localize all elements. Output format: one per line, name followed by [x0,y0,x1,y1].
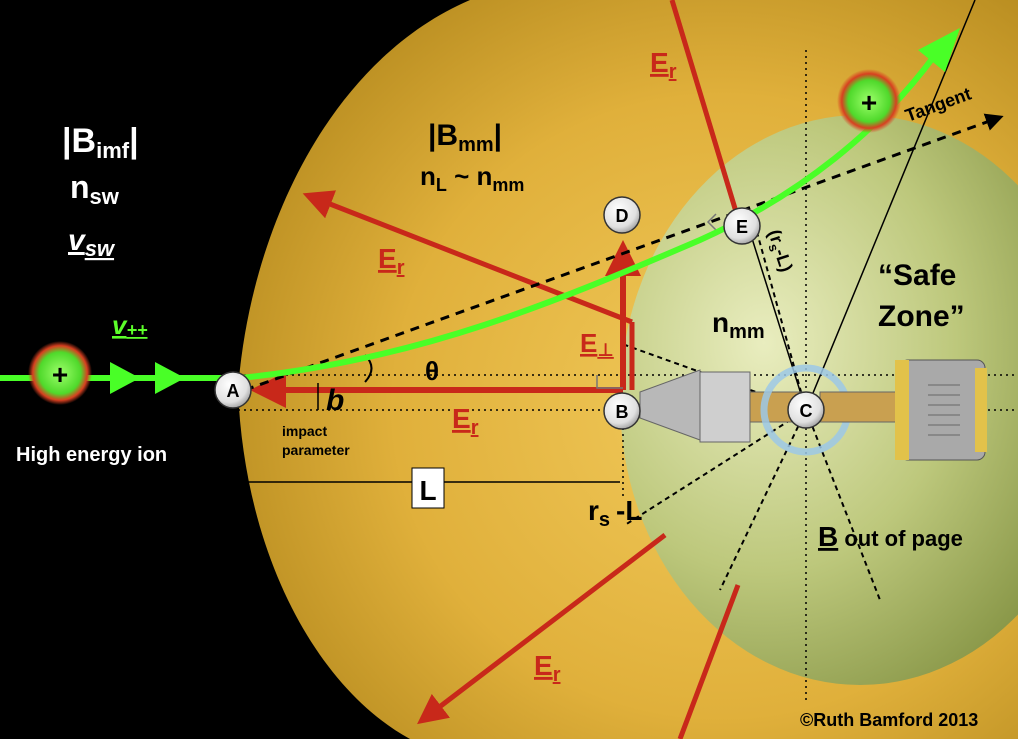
er-label-upper-left: Er [378,243,405,279]
L-label: L [419,475,436,506]
ion-left-plus: + [52,359,68,390]
point-b-label: B [616,402,629,422]
e-perp-label: E⊥ [580,328,614,360]
n-mm-label: nmm [712,307,765,343]
rs-minus-L-label: rs-L [588,495,642,531]
b-impact-label: b [326,384,344,417]
ion-left [28,341,92,405]
b-mm-label: |Bmm| [428,119,502,156]
er-arrow-upper [302,190,633,325]
er-label-top: Er [650,47,677,83]
theta-label: θ [425,356,439,386]
spacecraft [639,359,987,461]
safe-zone-label-line2: Zone” [878,300,965,333]
v-plusplus-label: v++ [112,310,148,340]
point-e-label: E [736,217,748,237]
ion-right [837,69,901,133]
right-angle-markers [596,213,717,389]
high-energy-ion-label: High energy ion [16,444,167,466]
trajectory-arrowheads [110,28,960,394]
impact-label-line1: impact [282,423,327,439]
b-out-of-page-label: B out of page [818,521,963,552]
er-field-lines [669,0,743,739]
er-label-bottom: Er [534,650,561,686]
point-markers [214,196,825,430]
nl-nmm-label: nL ~ nmm [420,161,524,195]
radial-dashed-lines [624,224,881,601]
b-imf-label: |Bimf| [62,122,139,163]
v-sw-label: vsw [68,224,116,261]
safe-zone-label-line1: “Safe [878,259,956,292]
point-a-label: A [227,381,240,401]
L-label-box [411,467,445,509]
point-d-label: D [616,206,629,226]
impact-label-line2: parameter [282,442,350,458]
tangent-line [244,113,1004,392]
ion-right-plus: + [861,87,877,118]
n-sw-label: nsw [70,169,120,209]
rs-label: rs [225,484,248,521]
radius-line-upper [805,0,976,411]
ion-trajectory [0,53,938,381]
point-c-label: C [800,401,813,421]
er-label-axis: Er [452,403,479,439]
copyright-label: ©Ruth Bamford 2013 [800,710,978,730]
er-arrow-lower [417,533,667,725]
rs-minus-L-line [749,231,807,411]
